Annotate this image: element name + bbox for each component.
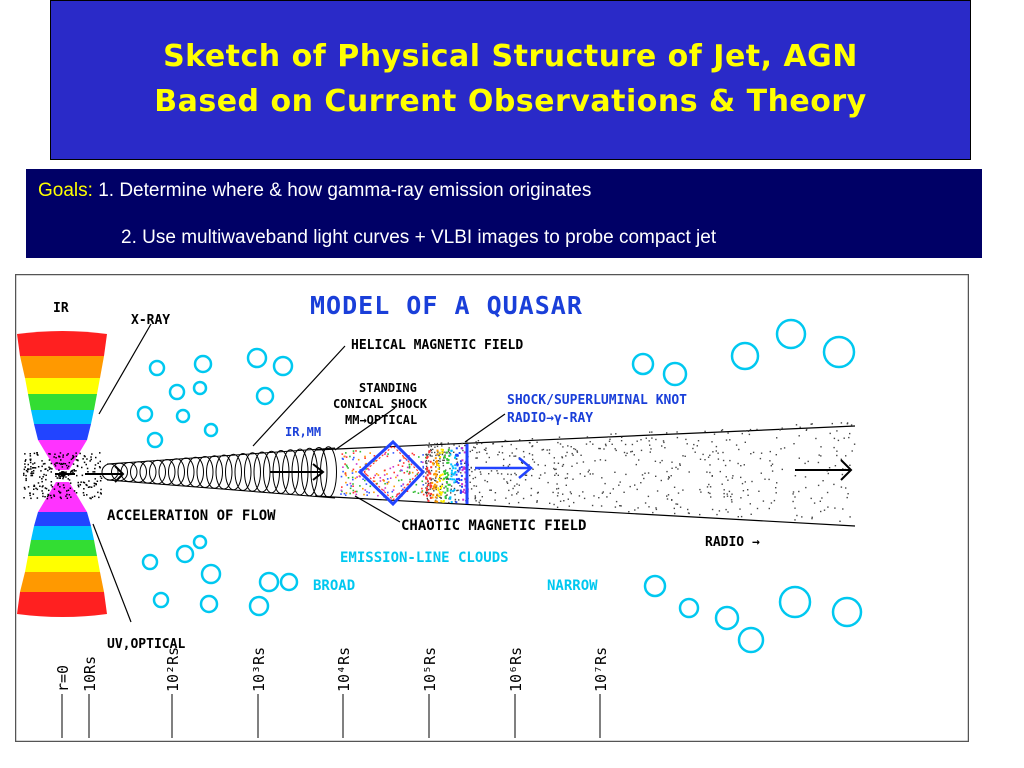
central-engine: [23, 452, 103, 500]
jet-upper-edge: [314, 425, 856, 451]
label-standing-2: CONICAL SHOCK: [333, 397, 428, 411]
emission-line-clouds: [136, 318, 863, 654]
pointer-lines: [92, 323, 506, 623]
label-uv-optical: UV,OPTICAL: [107, 637, 185, 652]
label-helical-field: HELICAL MAGNETIC FIELD: [351, 338, 523, 353]
scale-tick-label: 10Rs: [81, 656, 99, 692]
slide-title-line-1: Sketch of Physical Structure of Jet, AGN: [163, 39, 858, 74]
superluminal-knot: [425, 444, 469, 504]
knot-arrow: [475, 457, 533, 479]
goals-panel: Goals: 1. Determine where & how gamma-ra…: [26, 169, 982, 258]
label-ir-mm: IR,MM: [285, 425, 321, 439]
label-chaotic-field: CHAOTIC MAGNETIC FIELD: [401, 518, 586, 534]
label-broad: BROAD: [313, 578, 355, 594]
scale-tick-label: 10³Rs: [250, 647, 268, 692]
figure-frame: [14, 273, 970, 743]
goal-1: Goals: 1. Determine where & how gamma-ra…: [38, 180, 591, 202]
label-acceleration: ACCELERATION OF FLOW: [107, 508, 276, 524]
label-standing-3: MM→OPTICAL: [345, 413, 417, 427]
distance-scale: r=0 10Rs 10²Rs 10³Rs 10⁴Rs 10⁵Rs 10⁶Rs 10⁷Rs: [54, 647, 610, 738]
label-ir: IR: [53, 301, 69, 316]
title-panel: Sketch of Physical Structure of Jet, AGN…: [50, 0, 971, 160]
goals-label: Goals:: [38, 180, 93, 201]
scale-tick-label: 10⁴Rs: [335, 647, 353, 692]
figure-heading: MODEL OF A QUASAR: [310, 291, 583, 320]
quasar-model-diagram: MODEL OF A QUASAR IR X-RAY HELICAL MAGNE…: [14, 273, 970, 743]
label-narrow: NARROW: [547, 578, 598, 594]
scale-tick-label: 10⁷Rs: [592, 647, 610, 692]
label-shock-knot: SHOCK/SUPERLUMINAL KNOT: [507, 393, 687, 408]
label-xray: X-RAY: [131, 313, 170, 328]
torus-bottom: [17, 482, 107, 617]
flow-arrows: [55, 459, 853, 483]
jet-lower-edge: [314, 495, 856, 527]
scale-tick-label: 10⁶Rs: [507, 647, 525, 692]
slide-title-line-2: Based on Current Observations & Theory: [154, 84, 867, 119]
scale-tick-label: 10⁵Rs: [421, 647, 439, 692]
label-radio-gamma: RADIO→γ-RAY: [507, 411, 593, 426]
label-radio: RADIO →: [705, 535, 760, 550]
conical-shock-diamond: [357, 439, 426, 507]
torus-top: [17, 331, 107, 470]
label-emission-clouds: EMISSION-LINE CLOUDS: [340, 550, 509, 566]
scale-tick-label: 10²Rs: [164, 647, 182, 692]
goal-2: 2. Use multiwaveband light curves + VLBI…: [121, 227, 717, 248]
goal-1-text: 1. Determine where & how gamma-ray emiss…: [98, 180, 592, 201]
quasar-model-figure: MODEL OF A QUASAR IR X-RAY HELICAL MAGNE…: [14, 273, 970, 743]
label-standing-1: STANDING: [359, 381, 417, 395]
scale-tick-label: r=0: [54, 665, 72, 692]
